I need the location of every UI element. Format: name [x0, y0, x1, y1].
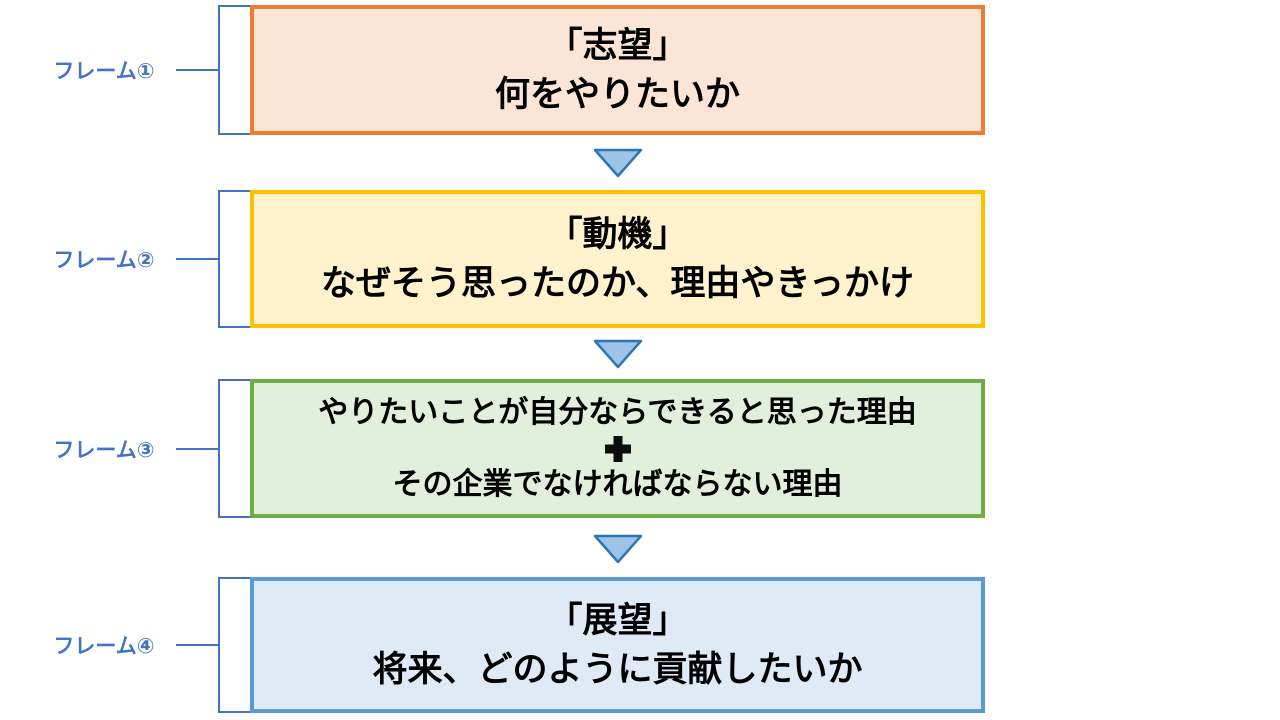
step-box-title: 「志望」	[547, 26, 688, 65]
connector-line-3	[176, 447, 220, 450]
step-box-subtitle: なぜそう思ったのか、理由やきっかけ	[321, 264, 914, 303]
frame-row-4: フレーム④ 「展望」 将来、どのように貢献したいか	[0, 577, 1280, 713]
bracket-1	[218, 5, 252, 135]
frame-row-1: フレーム① 「志望」 何をやりたいか	[0, 5, 1280, 135]
connector-line-1	[176, 69, 220, 71]
step-box-tenbou: 「展望」 将来、どのように貢献したいか	[250, 577, 985, 713]
step-box-title: 「動機」	[547, 215, 688, 254]
connector-line-2	[176, 258, 220, 260]
frame-row-2: フレーム② 「動機」 なぜそう思ったのか、理由やきっかけ	[0, 190, 1280, 328]
down-triangle-arrow-1	[593, 148, 643, 178]
step-box-riyuu: やりたいことが自分ならできると思った理由 その企業でなければならない理由	[250, 379, 985, 518]
step-box-reason-1: やりたいことが自分ならできると思った理由	[318, 396, 917, 429]
step-box-subtitle: 何をやりたいか	[494, 75, 740, 114]
step-box-douki: 「動機」 なぜそう思ったのか、理由やきっかけ	[250, 190, 985, 328]
bracket-2	[218, 190, 252, 328]
step-box-reason-2: その企業でなければならない理由	[392, 467, 843, 501]
frame-row-3: フレーム③ やりたいことが自分ならできると思った理由 その企業でなければならない…	[0, 379, 1280, 518]
heavy-plus-icon	[604, 435, 631, 462]
down-triangle-arrow-2	[593, 339, 643, 369]
frame-label-3: フレーム③	[53, 438, 155, 462]
connector-line-4	[176, 644, 220, 646]
bracket-4	[218, 577, 252, 713]
plus-wrap	[603, 432, 633, 466]
frame-label-4: フレーム④	[53, 635, 155, 658]
frame-label-1: フレーム①	[53, 60, 155, 83]
step-box-title: 「展望」	[547, 601, 688, 640]
frame-label-2: フレーム②	[53, 249, 155, 272]
step-box-subtitle: 将来、どのように貢献したいか	[372, 650, 863, 689]
step-box-shibou: 「志望」 何をやりたいか	[250, 5, 985, 135]
down-triangle-arrow-3	[593, 534, 643, 564]
bracket-3	[218, 379, 252, 518]
